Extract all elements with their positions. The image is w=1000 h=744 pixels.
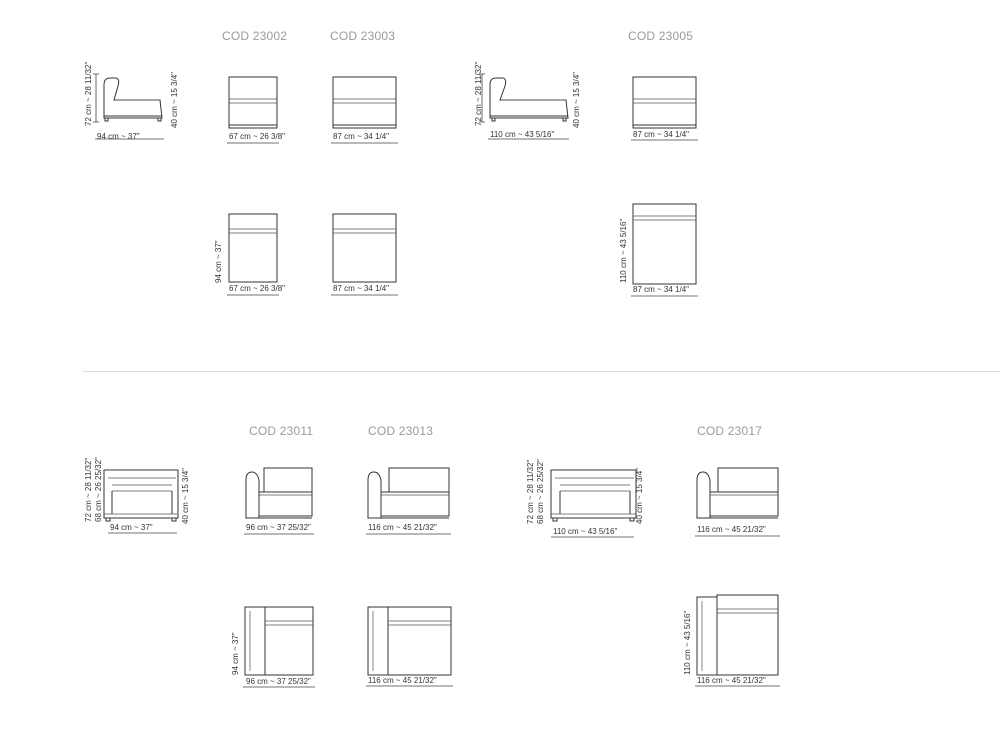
dim-front-23013-width: 116 cm ~ 45 21/32" (368, 523, 437, 532)
dim-side110b-back-height: 68 cm ~ 26 25/32" (536, 459, 545, 524)
dim-plan-23013-width: 116 cm ~ 45 21/32" (368, 676, 437, 685)
front-view-23002 (227, 76, 279, 144)
code-label-23017: COD 23017 (697, 424, 763, 438)
front-view-23003 (331, 76, 398, 144)
front-view-23011 (244, 467, 314, 535)
dim-side94-seat-height: 40 cm ~ 15 3/4" (170, 72, 179, 128)
plan-view-23005 (631, 203, 698, 297)
dim-side110-total-height: 72 cm ~ 28 11/32" (474, 61, 483, 126)
dim-side110b-seat-height: 40 cm ~ 15 3/4" (635, 468, 644, 524)
dim-front-23002-width: 67 cm ~ 26 3/8" (229, 132, 285, 141)
dim-plan-23002-width: 67 cm ~ 26 3/8" (229, 284, 285, 293)
section-divider (83, 371, 1000, 372)
dim-plan-23005-width: 87 cm ~ 34 1/4" (633, 285, 689, 294)
dim-side110b-depth: 110 cm ~ 43 5/16" (553, 527, 618, 536)
front-view-23005 (631, 76, 698, 141)
code-label-23013: COD 23013 (368, 424, 434, 438)
dim-side94-depth: 94 cm ~ 37" (97, 132, 140, 141)
plan-view-23002 (227, 213, 279, 296)
dim-plan-23011-width: 96 cm ~ 37 25/32" (246, 677, 311, 686)
dim-side94-total-height: 72 cm ~ 28 11/32" (84, 61, 93, 126)
code-label-23002: COD 23002 (222, 29, 288, 43)
dim-plan-23003-width: 87 cm ~ 34 1/4" (333, 284, 389, 293)
side-view-110-bottom (550, 469, 637, 538)
plan-view-23017 (695, 594, 780, 687)
side-view-94-bottom (103, 469, 179, 534)
dim-side94b-total-height: 72 cm ~ 28 11/32" (84, 457, 93, 522)
front-view-23013 (366, 467, 451, 535)
dim-side94b-seat-height: 40 cm ~ 15 3/4" (181, 468, 190, 524)
dim-plan-23011-depth: 94 cm ~ 37" (231, 632, 240, 675)
dim-front-23003-width: 87 cm ~ 34 1/4" (333, 132, 389, 141)
plan-view-23013 (366, 606, 453, 687)
code-label-23005: COD 23005 (628, 29, 694, 43)
dim-plan-23002-depth: 94 cm ~ 37" (214, 240, 223, 283)
side-view-110-top (479, 73, 569, 140)
dim-front-23011-width: 96 cm ~ 37 25/32" (246, 523, 311, 532)
dim-side94b-back-height: 68 cm ~ 26 25/32" (94, 457, 103, 522)
plan-view-23003 (331, 213, 398, 296)
dim-side110-seat-height: 40 cm ~ 15 3/4" (572, 72, 581, 128)
code-label-23011: COD 23011 (249, 424, 314, 438)
dim-side110-depth: 110 cm ~ 43 5/16" (490, 130, 555, 139)
dim-plan-23017-width: 116 cm ~ 45 21/32" (697, 676, 766, 685)
front-view-23017 (695, 467, 780, 537)
dim-front-23005-width: 87 cm ~ 34 1/4" (633, 130, 689, 139)
dim-plan-23005-depth: 110 cm ~ 43 5/16" (619, 218, 628, 283)
side-view-94-top (93, 73, 164, 140)
dim-plan-23017-depth: 110 cm ~ 43 5/16" (683, 610, 692, 675)
dim-side94b-depth: 94 cm ~ 37" (110, 523, 153, 532)
code-label-23003: COD 23003 (330, 29, 396, 43)
dim-front-23017-width: 116 cm ~ 45 21/32" (697, 525, 766, 534)
plan-view-23011 (243, 606, 315, 688)
dim-side110b-total-height: 72 cm ~ 28 11/32" (526, 459, 535, 524)
